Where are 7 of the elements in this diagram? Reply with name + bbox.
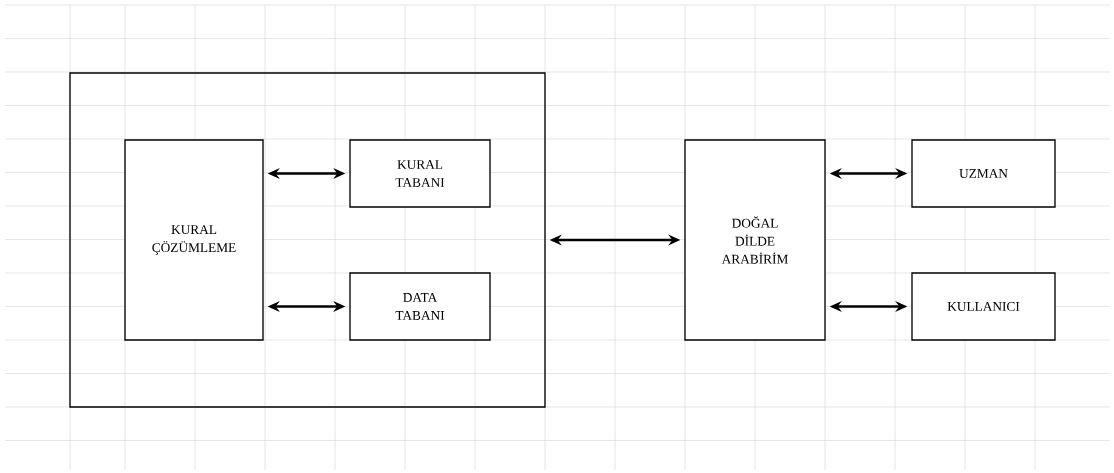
interface-box: DOĞAL DİLDE ARABİRİM <box>684 139 826 341</box>
user-box: KULLANICI <box>911 272 1056 341</box>
user-box: UZMAN <box>911 139 1056 208</box>
process-box: KURAL ÇÖZÜMLEME <box>124 139 264 341</box>
container-box <box>69 72 546 408</box>
database-box: DATA TABANI <box>349 272 491 341</box>
database-box: KURAL TABANI <box>349 139 491 208</box>
